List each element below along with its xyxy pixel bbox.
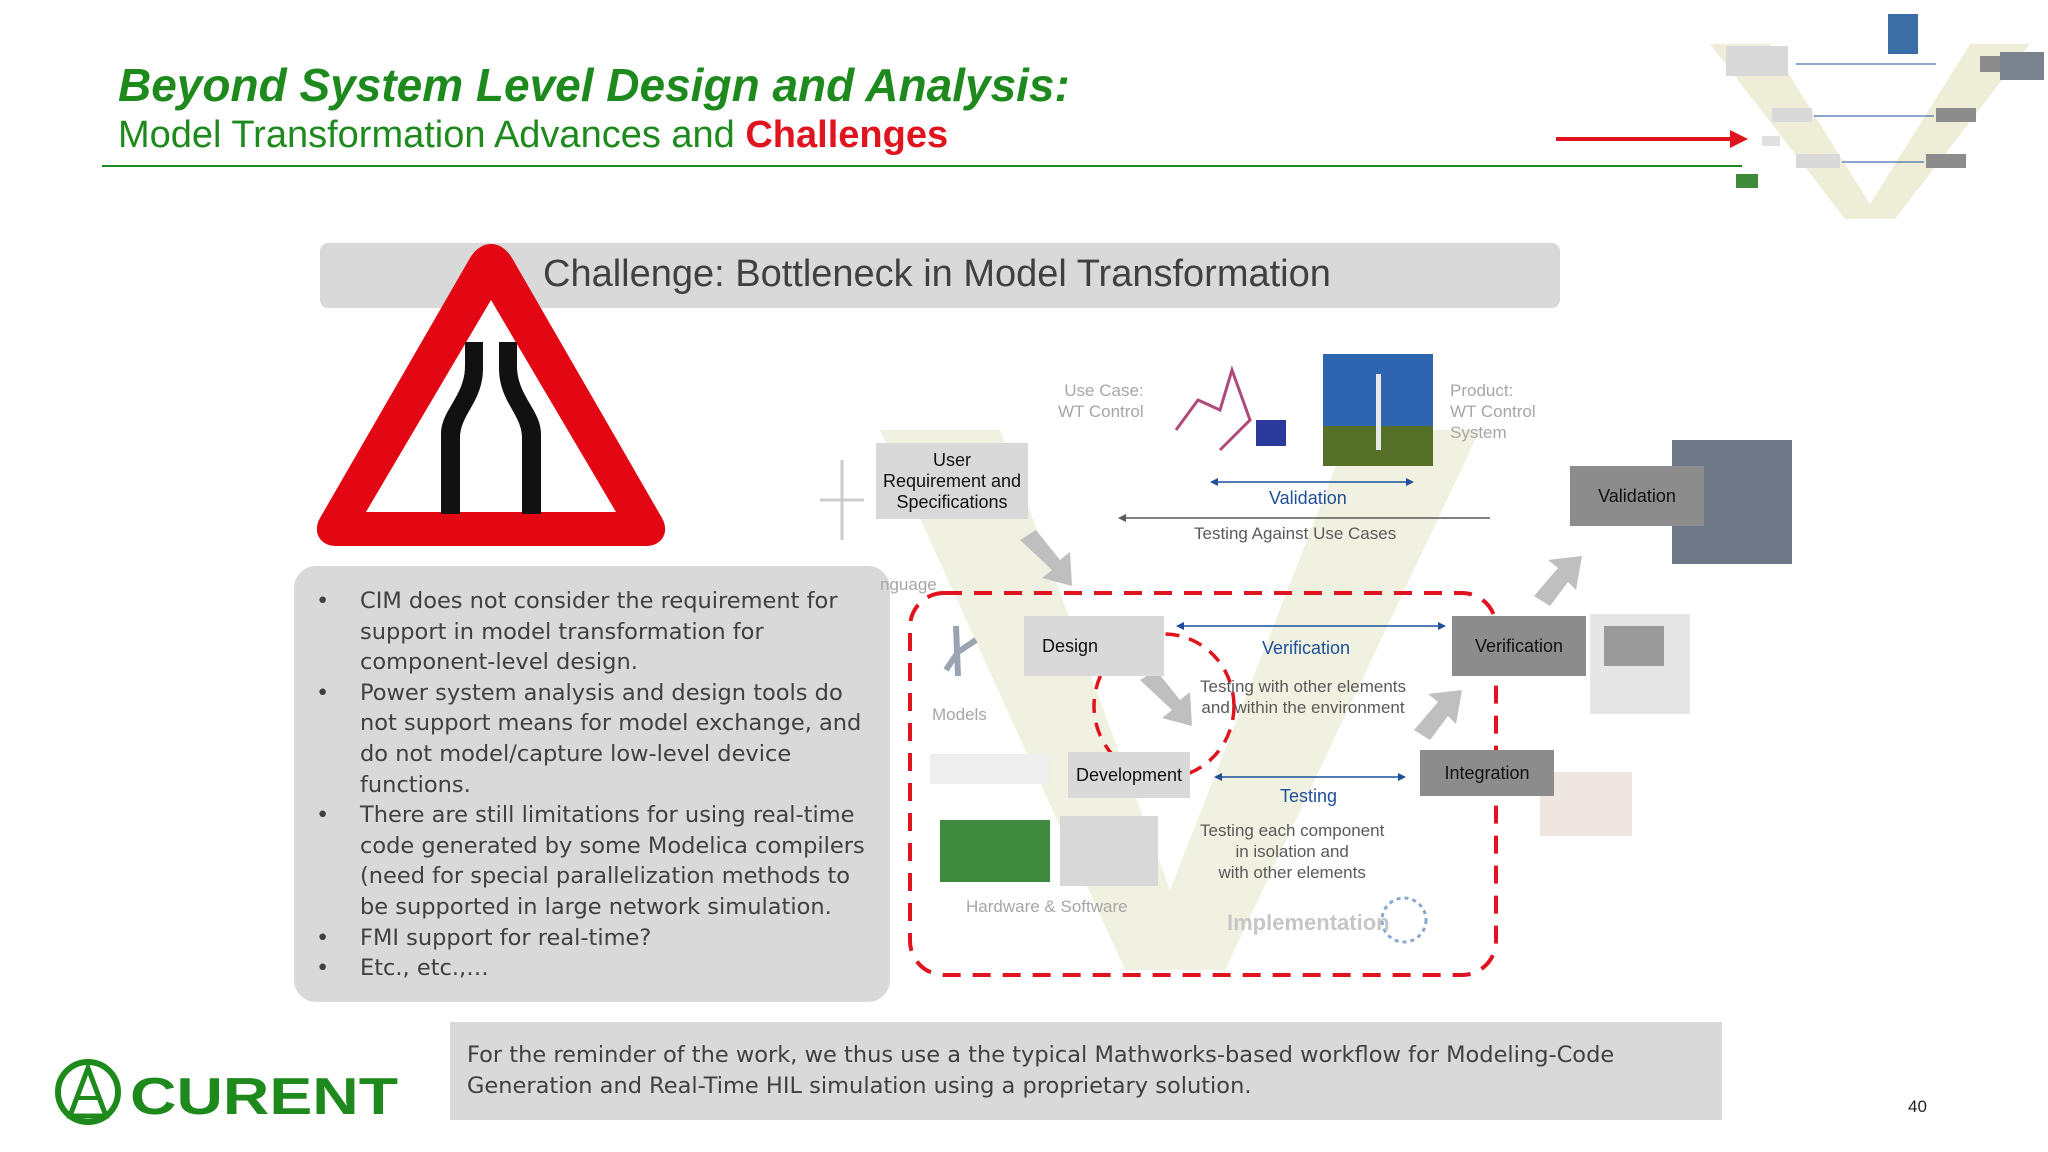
hardware-software-label: Hardware & Software	[966, 897, 1128, 916]
testing-each-label: Testing each component in isolation and …	[1200, 821, 1385, 882]
testing-link-label: Testing	[1280, 786, 1338, 806]
challenge-banner-text: Challenge: Bottleneck in Model Transform…	[543, 253, 1331, 295]
footer-note-panel	[450, 1022, 1722, 1120]
testing-other-label: Testing with other elements and within t…	[1200, 677, 1406, 717]
challenges-list-panel: CIM does not consider the requirement fo…	[294, 566, 890, 1002]
user-requirements-box: User Requirement and Specifications	[876, 443, 1028, 519]
models-label: Models	[932, 705, 987, 724]
curent-logo: CURENT	[55, 1059, 398, 1126]
v-model-diagram: Use Case: WT Control Product: WT Control…	[780, 330, 1800, 990]
verification-link-label: Verification	[1262, 638, 1351, 658]
design-stage-box: Design	[1024, 616, 1164, 676]
validation-link-label: Validation	[1269, 488, 1347, 508]
slide-subtitle: Model Transformation Advances and Challe…	[118, 114, 948, 157]
development-stage-box: Development	[1068, 752, 1190, 798]
list-item: There are still limitations for using re…	[316, 800, 876, 922]
testing-against-label: Testing Against Use Cases	[1194, 524, 1397, 543]
wind-turbine-photo	[1323, 354, 1433, 466]
v-diagram-thumbnail	[1710, 14, 2044, 219]
challenges-list: CIM does not consider the requirement fo…	[316, 586, 876, 984]
list-item: CIM does not consider the requirement fo…	[316, 586, 876, 678]
validation-stage-box: Validation	[1570, 466, 1704, 526]
integration-stage-box: Integration	[1420, 750, 1554, 796]
language-label: nguage	[880, 575, 937, 594]
subtitle-highlight: Challenges	[745, 114, 949, 156]
road-narrows-warning-icon	[316, 244, 666, 546]
list-item: Etc., etc.,…	[316, 953, 876, 984]
product-label: Product: WT Control System	[1450, 381, 1536, 442]
title-divider	[102, 165, 1742, 167]
list-item: FMI support for real-time?	[316, 923, 876, 954]
page-number: 40	[1908, 1097, 1927, 1116]
subtitle-prefix: Model Transformation Advances and	[118, 114, 746, 156]
v-model-background	[820, 354, 1792, 977]
slide-title: Beyond System Level Design and Analysis:	[118, 59, 1070, 111]
implementation-label: Implementation	[1227, 910, 1390, 935]
thumbnail-pointer-arrow	[1556, 130, 1748, 148]
list-item: Power system analysis and design tools d…	[316, 678, 876, 800]
footer-note-text: For the reminder of the work, we thus us…	[467, 1042, 1615, 1099]
verification-stage-box: Verification	[1452, 616, 1586, 676]
use-case-label: Use Case: WT Control	[1058, 381, 1144, 421]
logo-wordmark: CURENT	[130, 1068, 398, 1126]
